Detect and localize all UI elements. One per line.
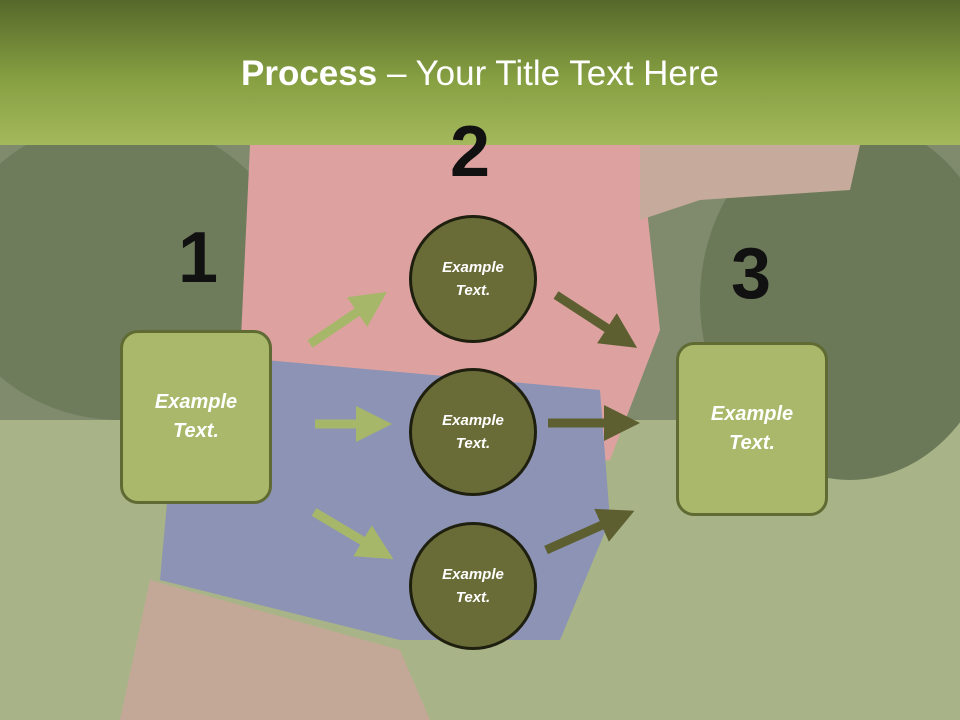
right-box: Example Text. — [676, 342, 828, 516]
circle-1: Example Text. — [409, 215, 537, 343]
left-box: Example Text. — [120, 330, 272, 504]
step-number-1: 1 — [178, 218, 219, 298]
circle-2: Example Text. — [409, 368, 537, 496]
step-number-2: 2 — [450, 112, 491, 192]
circle-1-text: Example Text. — [442, 259, 504, 299]
circle-2-text: Example Text. — [442, 412, 504, 452]
arrow-to-circle-3 — [311, 508, 394, 560]
slide-title: Process – Your Title Text Here — [0, 52, 960, 96]
arrow-from-circle-3 — [544, 508, 635, 555]
title-bold: Process — [241, 54, 378, 93]
left-box-text: Example Text. — [154, 391, 238, 442]
arrow-from-circle-1 — [553, 291, 638, 348]
circle-3-text: Example Text. — [442, 566, 504, 606]
title-rest: – Your Title Text Here — [377, 54, 719, 93]
right-box-text: Example Text. — [710, 403, 794, 454]
step-number-3: 3 — [731, 234, 772, 314]
title-bar — [0, 0, 960, 145]
circle-3: Example Text. — [409, 522, 537, 650]
arrow-to-circle-1 — [307, 291, 387, 348]
